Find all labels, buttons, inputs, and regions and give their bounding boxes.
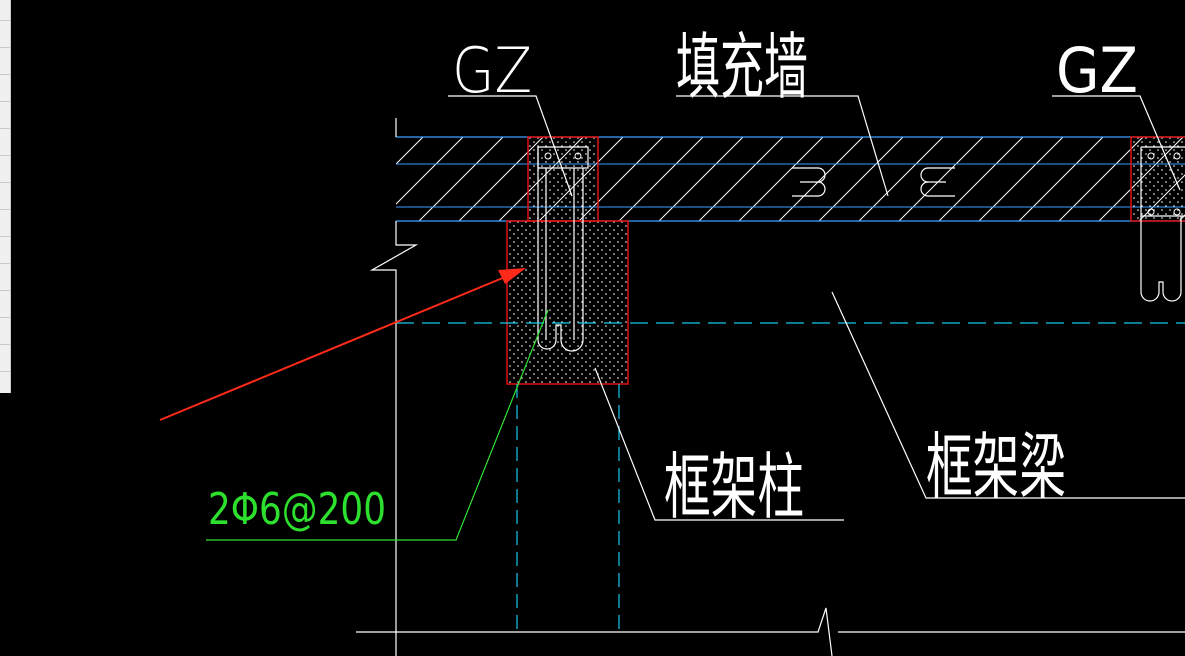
- label-rebar-spec: 2Φ6@200: [208, 484, 386, 535]
- label-infill-wall: 填充墙: [676, 25, 808, 109]
- rebar-leader-line: [206, 309, 549, 541]
- side-panel-strip: [0, 0, 11, 393]
- wall-rebar-hooks: [792, 167, 955, 197]
- gz-left-column: [527, 136, 599, 352]
- label-frame-column: 框架柱: [664, 445, 804, 529]
- label-gz-right: GZ: [1056, 34, 1138, 107]
- gz-right-column: [1130, 136, 1185, 302]
- annotation-arrow: [159, 268, 526, 421]
- frame-column: [506, 220, 629, 632]
- leader-lines: [448, 95, 1185, 521]
- infill-wall: [396, 136, 1185, 222]
- label-frame-beam: 框架梁: [926, 425, 1066, 509]
- structure-outline: [356, 118, 1185, 656]
- label-gz-left: GZ: [452, 34, 532, 107]
